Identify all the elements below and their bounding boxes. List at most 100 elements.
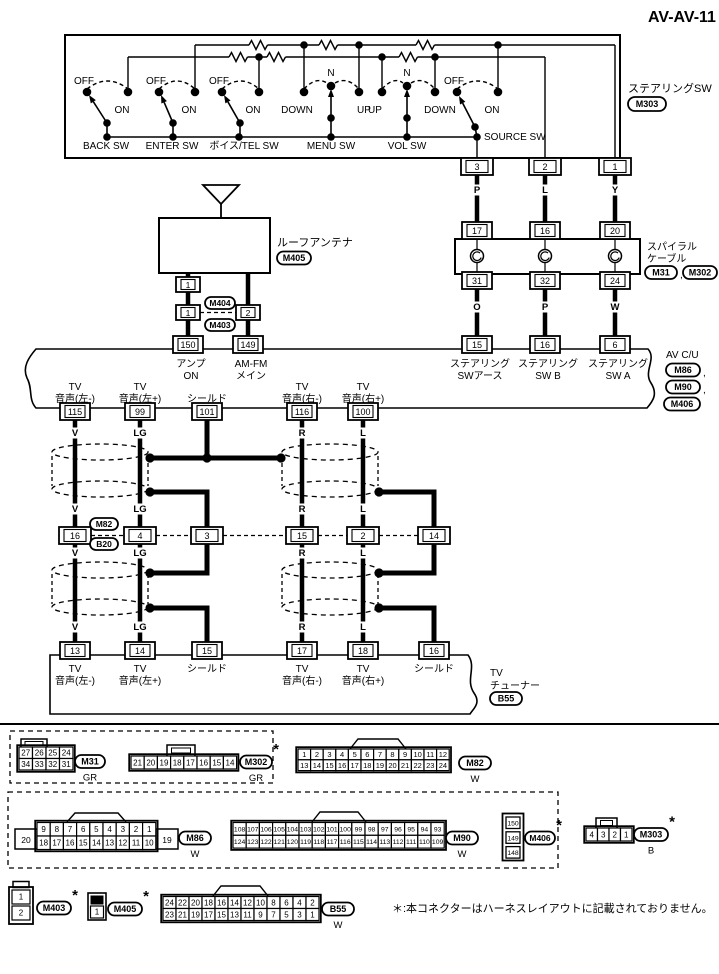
pin-cell-number: 10: [414, 750, 422, 759]
pin-cell-number: 24: [439, 761, 447, 770]
pin-cell-number: 116: [340, 839, 351, 846]
junction-dot: [402, 81, 412, 91]
switch-name: MENU SW: [307, 141, 356, 152]
switch-throw-arc: [303, 79, 328, 90]
resistor-icon: [248, 38, 269, 52]
spiral-coil-icon: [610, 251, 620, 262]
pin-cell-number: 124: [234, 839, 246, 846]
pin-number: 16: [70, 531, 80, 541]
pin-box-inner: [64, 643, 86, 658]
junction-dot: [494, 41, 502, 49]
connector-cap: [90, 895, 104, 905]
contact-label: ON: [115, 105, 130, 116]
pin-cell: [11, 905, 31, 921]
terminal-label: TV: [134, 382, 147, 393]
junction-dot: [235, 133, 243, 141]
pin-number: 1: [186, 280, 191, 290]
pin-cell-number: 17: [351, 761, 359, 770]
shield-ring: [51, 443, 149, 461]
pin-number: 18: [358, 646, 368, 656]
terminal-label: SW B: [535, 371, 561, 382]
pin-cell-number: 17: [186, 758, 195, 767]
ref-m82: [89, 517, 119, 531]
ref-b55: [489, 691, 523, 706]
terminal-label: ON: [184, 371, 199, 382]
contact-label: DOWN: [281, 105, 313, 116]
switch-throw-arc: [456, 80, 499, 90]
pin-number: 4: [137, 531, 142, 541]
ref-m302-text: M302: [689, 268, 712, 278]
wire-label-bg: [354, 547, 372, 559]
wire-label-bg: [66, 503, 84, 515]
shield-wire: [379, 543, 437, 576]
shield-wire: [379, 489, 437, 528]
ref-m90: [445, 830, 479, 846]
latch-icon: [66, 812, 127, 823]
junction-dot: [145, 568, 155, 578]
pin-cell: [142, 835, 157, 851]
pin-cell-number: 13: [230, 910, 239, 919]
pin-box-inner: [129, 643, 151, 658]
switch-throw-arc: [158, 80, 196, 90]
spiral-coil-icon: [472, 251, 482, 262]
wire-label-bg: [536, 301, 554, 313]
terminal-label: 音声(右-): [282, 674, 322, 687]
contact-label: DOWN: [424, 105, 456, 116]
terminal-label: AM-FM: [235, 359, 268, 370]
pin-number: 16: [540, 340, 550, 350]
ref-m406-text: M406: [529, 833, 551, 843]
pin-cell-number: 3: [327, 750, 331, 759]
pin-cell-number: 12: [439, 750, 447, 759]
pin-number: 3: [204, 531, 209, 541]
switch-name: SOURCE SW: [484, 132, 546, 143]
pin-cell-number: 1: [310, 910, 315, 919]
pin-cell: [505, 831, 521, 844]
pin-number: 2: [246, 308, 251, 318]
ref-m406: [524, 830, 556, 846]
pin-cell-number: 8: [390, 750, 394, 759]
terminal-label: 音声(左-): [55, 392, 95, 405]
spiral-coil-icon: [537, 248, 553, 264]
connector-color: W: [471, 774, 480, 785]
resistor-icon: [318, 38, 339, 52]
footnote: ＊:本コネクターはハーネスレイアウトに記載されておりません。: [392, 901, 713, 915]
pin-number: 116: [295, 407, 309, 417]
ref-m302: [239, 754, 273, 770]
pin-cell-number: 93: [434, 826, 442, 833]
terminal-label: TV: [69, 664, 82, 675]
antenna-icon: [200, 184, 242, 206]
page-title: AV-AV-11: [648, 9, 716, 26]
wire-label-bg: [293, 503, 311, 515]
pin-cell: [436, 759, 450, 772]
pin-cell-number: 19: [376, 761, 384, 770]
pin-box-inner: [534, 337, 556, 352]
pin-number: 101: [199, 407, 214, 417]
pin-cell-number: 16: [66, 839, 75, 848]
pin-number: 15: [202, 646, 212, 656]
pin-cell-number: 34: [21, 760, 30, 769]
junction-dot: [326, 81, 336, 91]
ref-m82-text: M82: [96, 519, 113, 529]
pin-cell-number: 123: [247, 839, 259, 846]
junction-dot: [255, 53, 263, 61]
switch-arm: [227, 101, 241, 124]
switch-arm: [92, 101, 108, 124]
pin-number: 15: [472, 340, 482, 350]
spiral-coil-icon: [540, 251, 550, 262]
ref-m86-text: M86: [674, 365, 692, 375]
ref-m404-text: M404: [209, 298, 231, 308]
pin-box-inner: [195, 528, 219, 543]
pin-cell-number: 3: [601, 830, 606, 839]
junction-dot: [190, 87, 200, 97]
pin-box-inner: [196, 643, 218, 658]
ref-m31: [644, 265, 678, 280]
pin-cell-number: 11: [426, 750, 434, 759]
wire-color-label: P: [474, 185, 481, 196]
pin-box-inner: [352, 404, 374, 419]
junction-dot: [202, 453, 212, 463]
shield-wire: [150, 605, 210, 643]
asterisk-mark: *: [143, 888, 149, 905]
pin-cell-number: 15: [79, 839, 88, 848]
wire-label-bg: [354, 621, 372, 633]
connector-outline: [295, 746, 452, 774]
